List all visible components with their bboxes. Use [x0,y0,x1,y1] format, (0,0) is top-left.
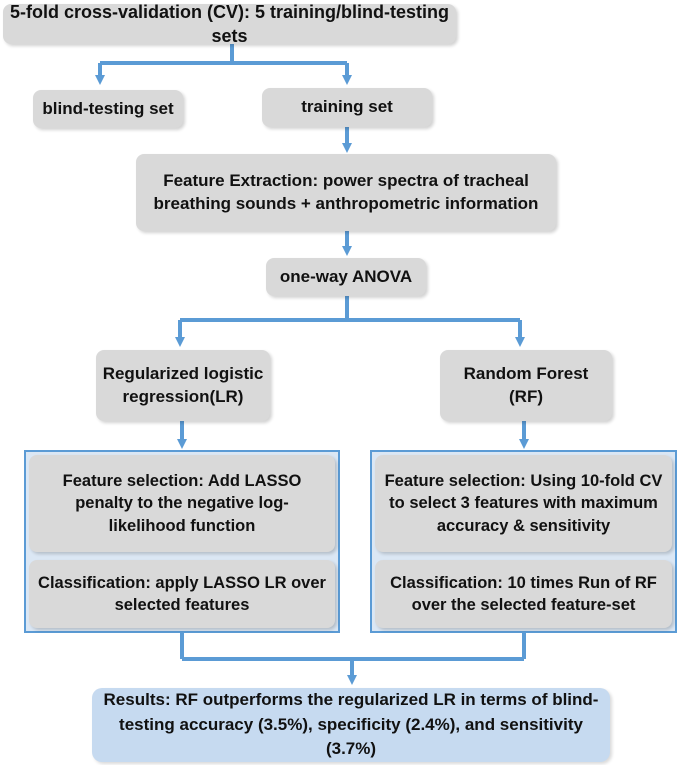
feature-extraction-box: Feature Extraction: power spectra of tra… [136,154,556,231]
results-box: Results: RF outperforms the regularized … [92,688,610,762]
feature-extraction-line-1: Feature Extraction: power spectra of tra… [163,170,529,190]
rf-feature-selection-box: Feature selection: Using 10-fold CV to s… [375,455,672,552]
rf-classification-line-1: Classification: 10 times Run of RF [390,573,657,592]
random-forest-box: Random Forest (RF) [440,350,612,421]
training-label: training set [301,97,393,117]
rf-classification-line-2: over the selected feature-set [411,596,636,614]
lr-classification-line-1: Classification: apply LASSO LR over [38,573,326,592]
cv-box: 5-fold cross-validation (CV): 5 training… [3,2,456,46]
results-line-1: Results: RF outperforms the regularized … [103,690,599,710]
lr-feature-selection-line-2: penalty to the negative log- [75,494,289,513]
blind-testing-label: blind-testing set [42,98,174,118]
random-forest-line-2: (RF) [509,386,543,406]
blind-testing-box: blind-testing set [33,90,183,128]
feature-extraction-line-2: breathing sounds + anthropometric inform… [153,193,539,213]
cv-label: 5-fold cross-validation (CV): 5 training… [9,1,449,46]
anova-label: one-way ANOVA [279,266,413,286]
rf-classification-box: Classification: 10 times Run of RF over … [375,560,672,628]
regularized-lr-line-1: Regularized logistic [102,363,264,383]
regularized-lr-box: Regularized logistic regression(LR) [96,350,270,421]
random-forest-line-1: Random Forest [463,363,589,383]
lr-classification-line-2: selected features [114,596,250,614]
rf-feature-selection-line-2: to select 3 features with maximum [389,494,658,513]
lr-feature-selection-box: Feature selection: Add LASSO penalty to … [29,455,335,552]
rf-feature-selection-line-1: Feature selection: Using 10-fold CV [384,472,663,491]
regularized-lr-line-2: regression(LR) [122,386,244,406]
training-box: training set [262,88,432,127]
lr-classification-box: Classification: apply LASSO LR over sele… [29,560,335,628]
lr-feature-selection-line-3: likelihood function [108,516,256,535]
rf-feature-selection-line-3: accuracy & sensitivity [436,516,611,535]
lr-feature-selection-line-1: Feature selection: Add LASSO [62,472,302,491]
anova-box: one-way ANOVA [266,258,426,296]
results-line-2: testing accuracy (3.5%), specificity (2.… [119,714,583,759]
